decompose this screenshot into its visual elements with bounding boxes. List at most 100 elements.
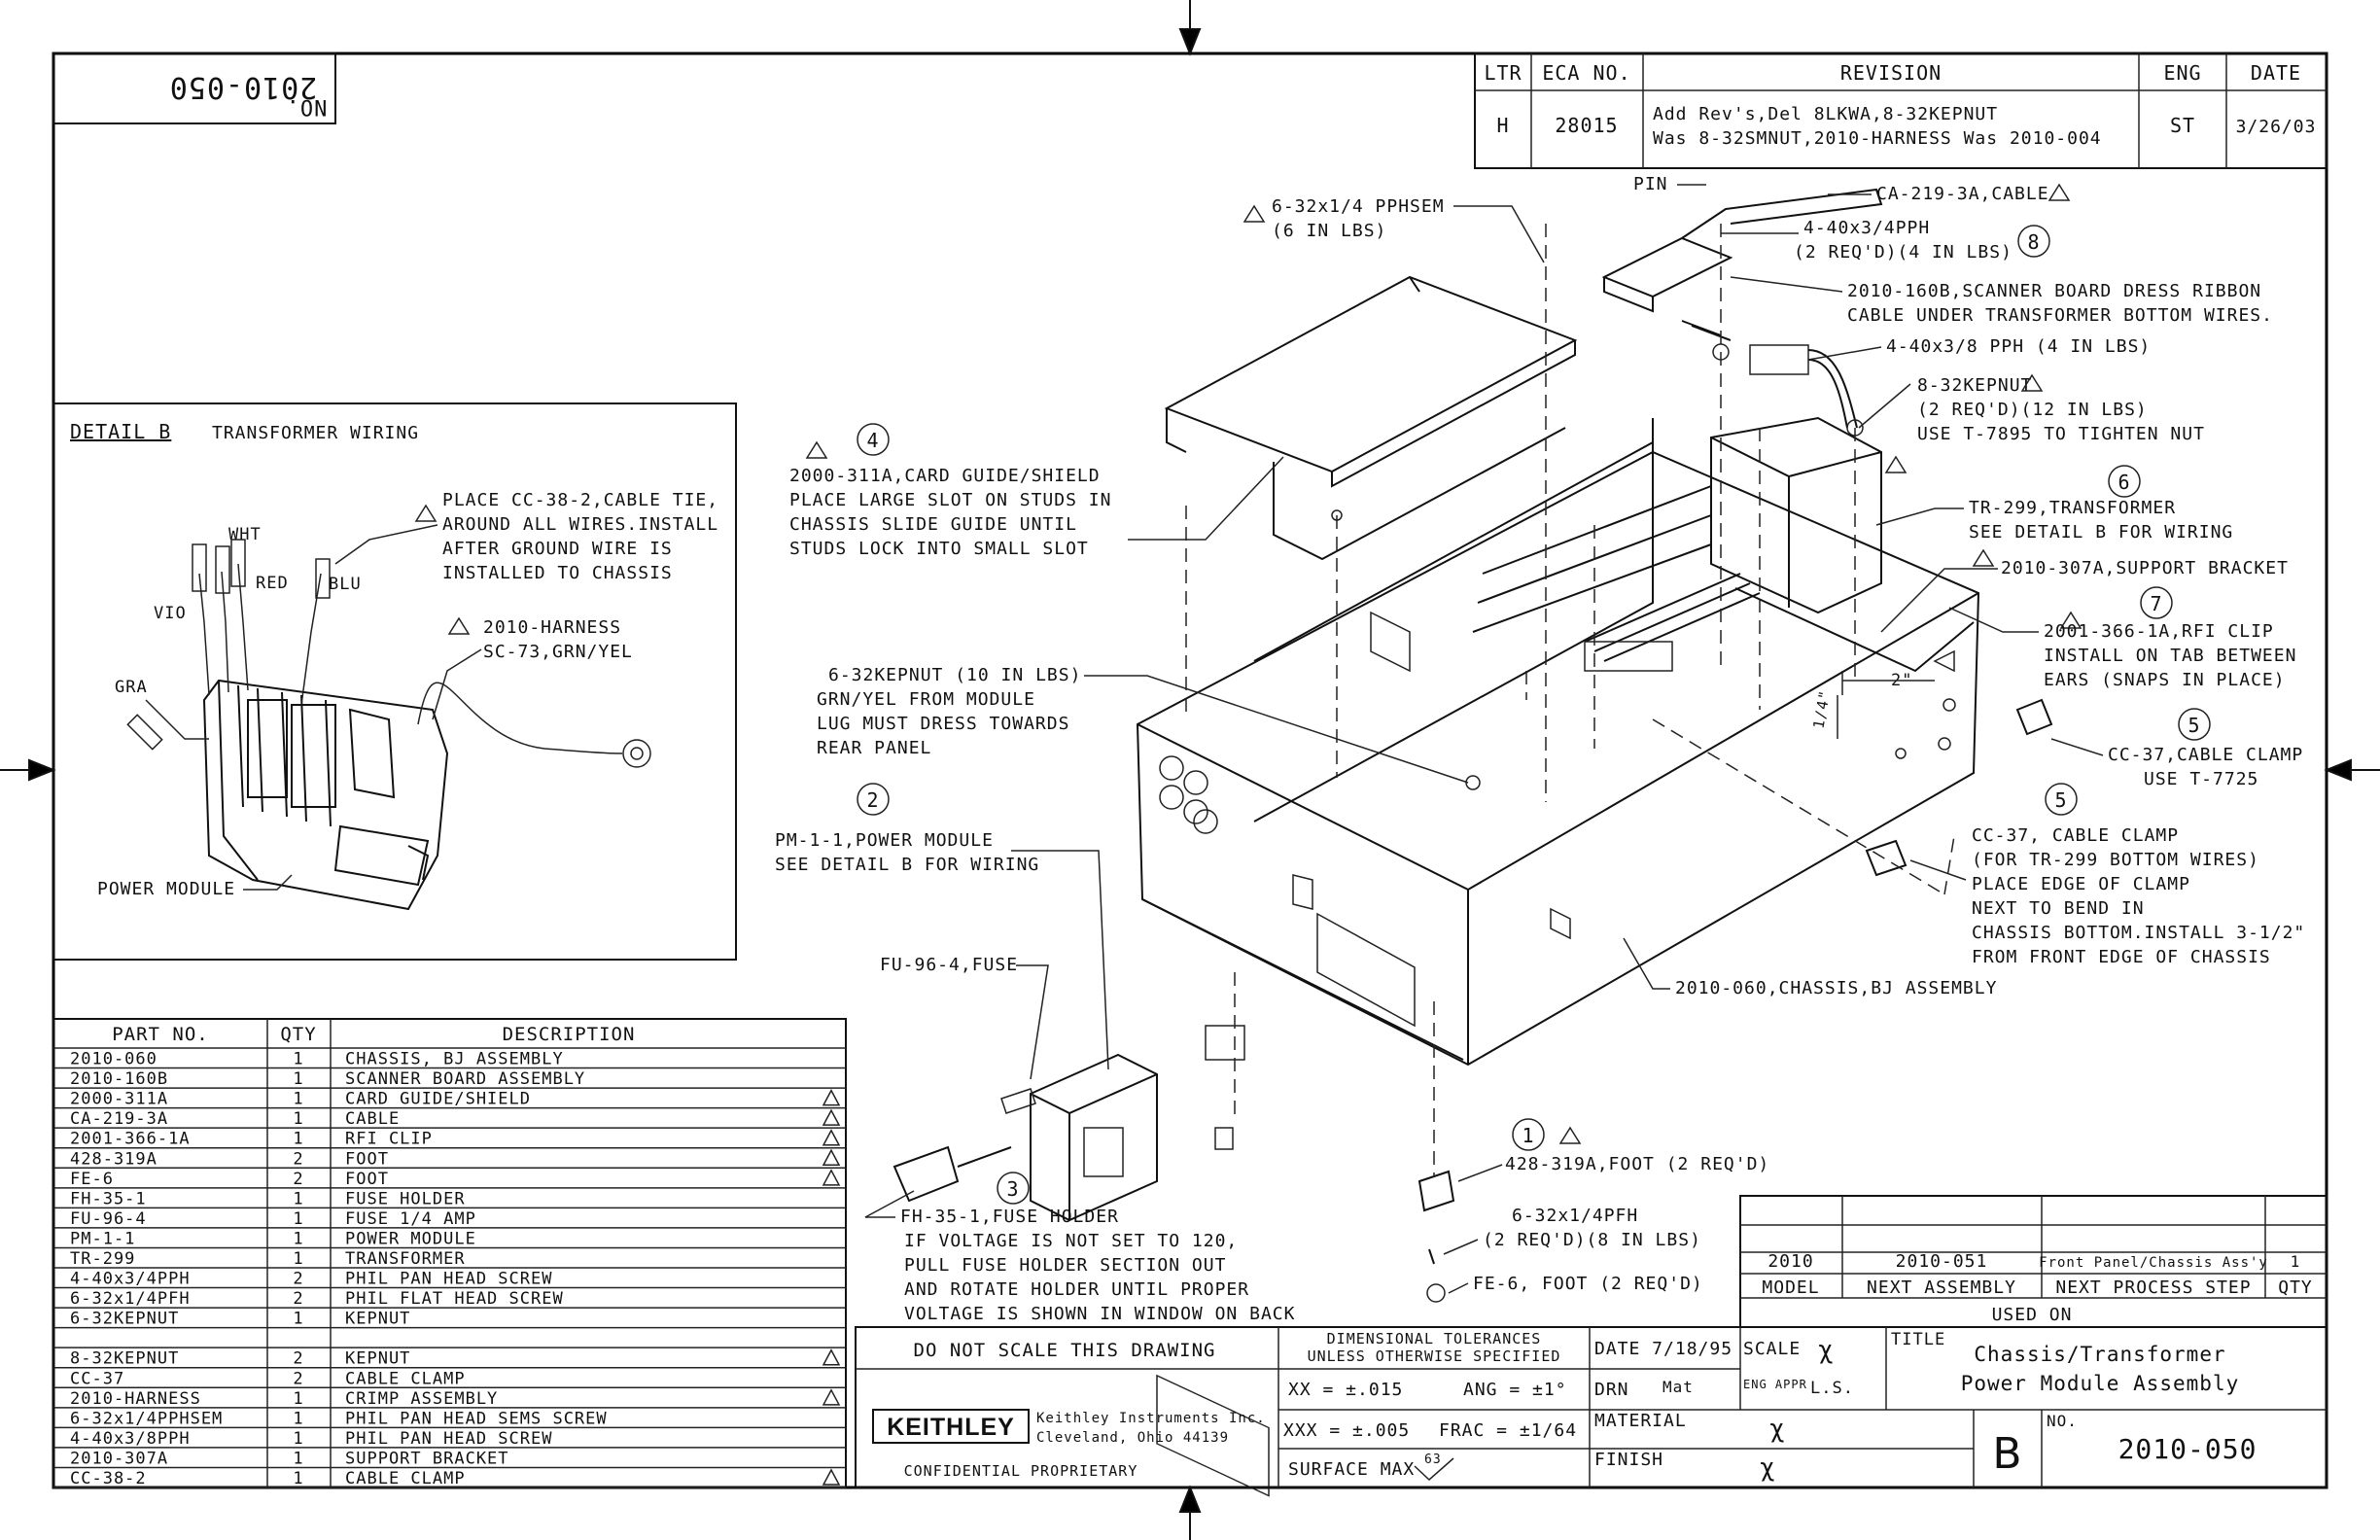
svg-text:6-32x1/4 PPHSEM: 6-32x1/4 PPHSEM bbox=[1272, 196, 1445, 217]
svg-text:EARS (SNAPS IN PLACE): EARS (SNAPS IN PLACE) bbox=[2044, 670, 2286, 690]
transformer-drawing bbox=[1472, 416, 1975, 673]
callout-pph-4-40: 4-40x3/4PPH (2 REQ'D)(4 IN LBS) 8 bbox=[1721, 218, 2050, 262]
callout-kepnut-6-32: 6-32KEPNUT (10 IN LBS) GRN/YEL FROM MODU… bbox=[817, 665, 1481, 790]
company-address-1: Keithley Instruments Inc. bbox=[1036, 1411, 1266, 1426]
parts-row-qty: 2 bbox=[293, 1369, 303, 1388]
svg-text:PM-1-1,POWER MODULE: PM-1-1,POWER MODULE bbox=[775, 830, 994, 851]
used-on-model-value: 2010 bbox=[1768, 1251, 1813, 1272]
svg-text:USE T-7895 TO TIGHTEN NUT: USE T-7895 TO TIGHTEN NUT bbox=[1917, 424, 2205, 444]
parts-row-part: 2010-160B bbox=[70, 1069, 168, 1089]
wire-label-wht: WHT bbox=[228, 525, 262, 544]
callout-fe6: FE-6, FOOT (2 REQ'D) bbox=[1448, 1274, 1702, 1294]
wire-label-gra: GRA bbox=[115, 678, 148, 697]
revision-flag-icon bbox=[822, 1148, 841, 1167]
parts-row-part: 2010-307A bbox=[70, 1449, 168, 1468]
used-on-qty-value: 1 bbox=[2291, 1252, 2301, 1271]
parts-row-desc: RFI CLIP bbox=[345, 1130, 433, 1149]
svg-text:INSTALLED TO CHASSIS: INSTALLED TO CHASSIS bbox=[442, 563, 673, 583]
callout-cable-clamp-a: 5 CC-37,CABLE CLAMP USE T-7725 bbox=[2050, 708, 2303, 789]
company-address-2: Cleveland, Ohio 44139 bbox=[1036, 1430, 1229, 1446]
svg-text:8-32KEPNUT: 8-32KEPNUT bbox=[1917, 375, 2032, 396]
rev-header-ltr: LTR bbox=[1484, 61, 1522, 85]
callout-card-guide: 4 2000-311A,CARD GUIDE/SHIELD PLACE LARG… bbox=[789, 423, 1284, 559]
parts-row-part: 2010-HARNESS bbox=[70, 1389, 201, 1409]
surface-max-value: 63 bbox=[1424, 1452, 1442, 1467]
callout-scanner: 2010-160B,SCANNER BOARD DRESS RIBBON CAB… bbox=[1730, 276, 2273, 326]
finish-label: FINISH bbox=[1594, 1450, 1663, 1470]
callout-transformer: 6 TR-299,TRANSFORMER SEE DETAIL B FOR WI… bbox=[1875, 465, 2232, 542]
drawing-number: 2010-050 bbox=[2118, 1433, 2258, 1465]
parts-row-qty: 1 bbox=[293, 1310, 303, 1329]
callout-chassis: 2010-060,CHASSIS,BJ ASSEMBLY bbox=[1623, 937, 1996, 998]
detail-b-title: DETAIL B bbox=[70, 420, 171, 443]
drn-label: DRN bbox=[1594, 1380, 1629, 1400]
detail-b-panel: DETAIL B TRANSFORMER WIRING WHT VIO RED bbox=[52, 402, 737, 961]
callout-cable: PIN CA-219-3A,CABLE bbox=[1633, 174, 2071, 204]
stamp-no-label: NO. bbox=[286, 94, 328, 119]
svg-text:(FOR TR-299 BOTTOM WIRES): (FOR TR-299 BOTTOM WIRES) bbox=[1972, 850, 2259, 870]
number-label: NO. bbox=[2047, 1412, 2078, 1430]
parts-row-qty: 2 bbox=[293, 1349, 303, 1369]
parts-row-part: TR-299 bbox=[70, 1249, 135, 1269]
parts-row-part: 6-32KEPNUT bbox=[70, 1310, 179, 1329]
svg-text:STUDS LOCK INTO SMALL SLOT: STUDS LOCK INTO SMALL SLOT bbox=[789, 539, 1089, 559]
parts-row-desc: TRANSFORMER bbox=[345, 1249, 466, 1269]
sheet-size: B bbox=[1992, 1429, 2022, 1479]
svg-text:6-32KEPNUT (10 IN LBS): 6-32KEPNUT (10 IN LBS) bbox=[828, 665, 1081, 685]
parts-row-desc: PHIL PAN HEAD SCREW bbox=[345, 1270, 552, 1289]
item-balloon-8: 8 bbox=[2027, 230, 2040, 254]
parts-row-desc: FOOT bbox=[345, 1170, 389, 1189]
parts-row-desc: PHIL FLAT HEAD SCREW bbox=[345, 1289, 564, 1309]
keithley-logo: KEITHLEY bbox=[872, 1409, 1030, 1444]
revision-flag-icon bbox=[822, 1468, 841, 1486]
used-on-next-assembly-value: 2010-051 bbox=[1896, 1251, 1988, 1272]
parts-row-qty: 1 bbox=[293, 1449, 303, 1468]
used-on-block: 2010 2010-051 Front Panel/Chassis Ass'y … bbox=[1739, 1195, 2328, 1328]
callout-rfi-clip: 7 2001-366-1A,RFI CLIP INSTALL ON TAB BE… bbox=[1948, 586, 2295, 690]
item-balloon-1: 1 bbox=[1522, 1124, 1534, 1147]
svg-text:FU-96-4,FUSE: FU-96-4,FUSE bbox=[880, 955, 1018, 975]
svg-text:NEXT TO BEND IN: NEXT TO BEND IN bbox=[1972, 898, 2145, 919]
rev-text-line1: Add Rev's,Del 8LKWA,8-32KEPNUT bbox=[1653, 104, 1998, 124]
tolerance-xxx: XXX = ±.005 bbox=[1283, 1420, 1410, 1441]
svg-text:CC-37, CABLE CLAMP: CC-37, CABLE CLAMP bbox=[1972, 825, 2179, 846]
callout-pfh: 6-32x1/4PFH (2 REQ'D)(8 IN LBS) bbox=[1443, 1206, 1700, 1255]
svg-text:PULL FUSE HOLDER SECTION OUT: PULL FUSE HOLDER SECTION OUT bbox=[904, 1255, 1226, 1276]
parts-row-desc: PHIL PAN HEAD SEMS SCREW bbox=[345, 1409, 608, 1428]
callout-fuse-holder: 3 FH-35-1,FUSE HOLDER IF VOLTAGE IS NOT … bbox=[864, 1172, 1294, 1324]
svg-text:REAR PANEL: REAR PANEL bbox=[817, 738, 931, 758]
scale-label: SCALE bbox=[1743, 1339, 1801, 1359]
callout-fuse: FU-96-4,FUSE bbox=[880, 955, 1049, 1080]
parts-row-part: FU-96-4 bbox=[70, 1209, 147, 1229]
parts-header-part: PART NO. bbox=[112, 1024, 209, 1045]
svg-text:CABLE UNDER TRANSFORMER BOTTOM: CABLE UNDER TRANSFORMER BOTTOM WIRES. bbox=[1847, 305, 2273, 326]
svg-text:FROM FRONT EDGE OF CHASSIS: FROM FRONT EDGE OF CHASSIS bbox=[1972, 947, 2271, 967]
parts-row-qty: 2 bbox=[293, 1149, 303, 1169]
revision-flag-icon bbox=[822, 1108, 841, 1126]
parts-row-qty: 1 bbox=[293, 1389, 303, 1409]
parts-row-part: 428-319A bbox=[70, 1149, 158, 1169]
callout-pin-label: PIN bbox=[1633, 174, 1668, 194]
feet-drawing bbox=[1418, 698, 2053, 1303]
parts-row-qty: 1 bbox=[293, 1069, 303, 1089]
svg-text:PLACE LARGE SLOT ON STUDS IN: PLACE LARGE SLOT ON STUDS IN bbox=[789, 490, 1111, 510]
svg-text:GRN/YEL FROM MODULE: GRN/YEL FROM MODULE bbox=[817, 689, 1035, 710]
parts-row-qty: 1 bbox=[293, 1109, 303, 1129]
parts-row-qty: 1 bbox=[293, 1409, 303, 1428]
svg-text:CC-37,CABLE CLAMP: CC-37,CABLE CLAMP bbox=[2108, 745, 2303, 765]
detail-power-module-label: POWER MODULE bbox=[97, 879, 235, 899]
parts-row-part: 6-32x1/4PFH bbox=[70, 1289, 191, 1309]
detail-b-subtitle: TRANSFORMER WIRING bbox=[212, 423, 419, 443]
parts-row-desc: KEPNUT bbox=[345, 1349, 410, 1369]
detail-note-cable-tie: PLACE CC-38-2,CABLE TIE, AROUND ALL WIRE… bbox=[334, 490, 718, 583]
svg-text:SC-73,GRN/YEL: SC-73,GRN/YEL bbox=[483, 642, 633, 662]
svg-text:CHASSIS SLIDE GUIDE UNTIL: CHASSIS SLIDE GUIDE UNTIL bbox=[789, 514, 1077, 535]
parts-row-desc: CRIMP ASSEMBLY bbox=[345, 1389, 498, 1409]
parts-row-part: 2000-311A bbox=[70, 1090, 168, 1109]
power-module-drawing bbox=[892, 1025, 1245, 1222]
callout-power-module: 2 PM-1-1,POWER MODULE SEE DETAIL B FOR W… bbox=[775, 783, 1109, 1070]
exploded-view bbox=[892, 188, 2053, 1497]
finish-value: χ bbox=[1760, 1453, 1776, 1483]
parts-row-desc: CABLE CLAMP bbox=[345, 1369, 466, 1388]
parts-row-desc: CARD GUIDE/SHIELD bbox=[345, 1090, 531, 1109]
